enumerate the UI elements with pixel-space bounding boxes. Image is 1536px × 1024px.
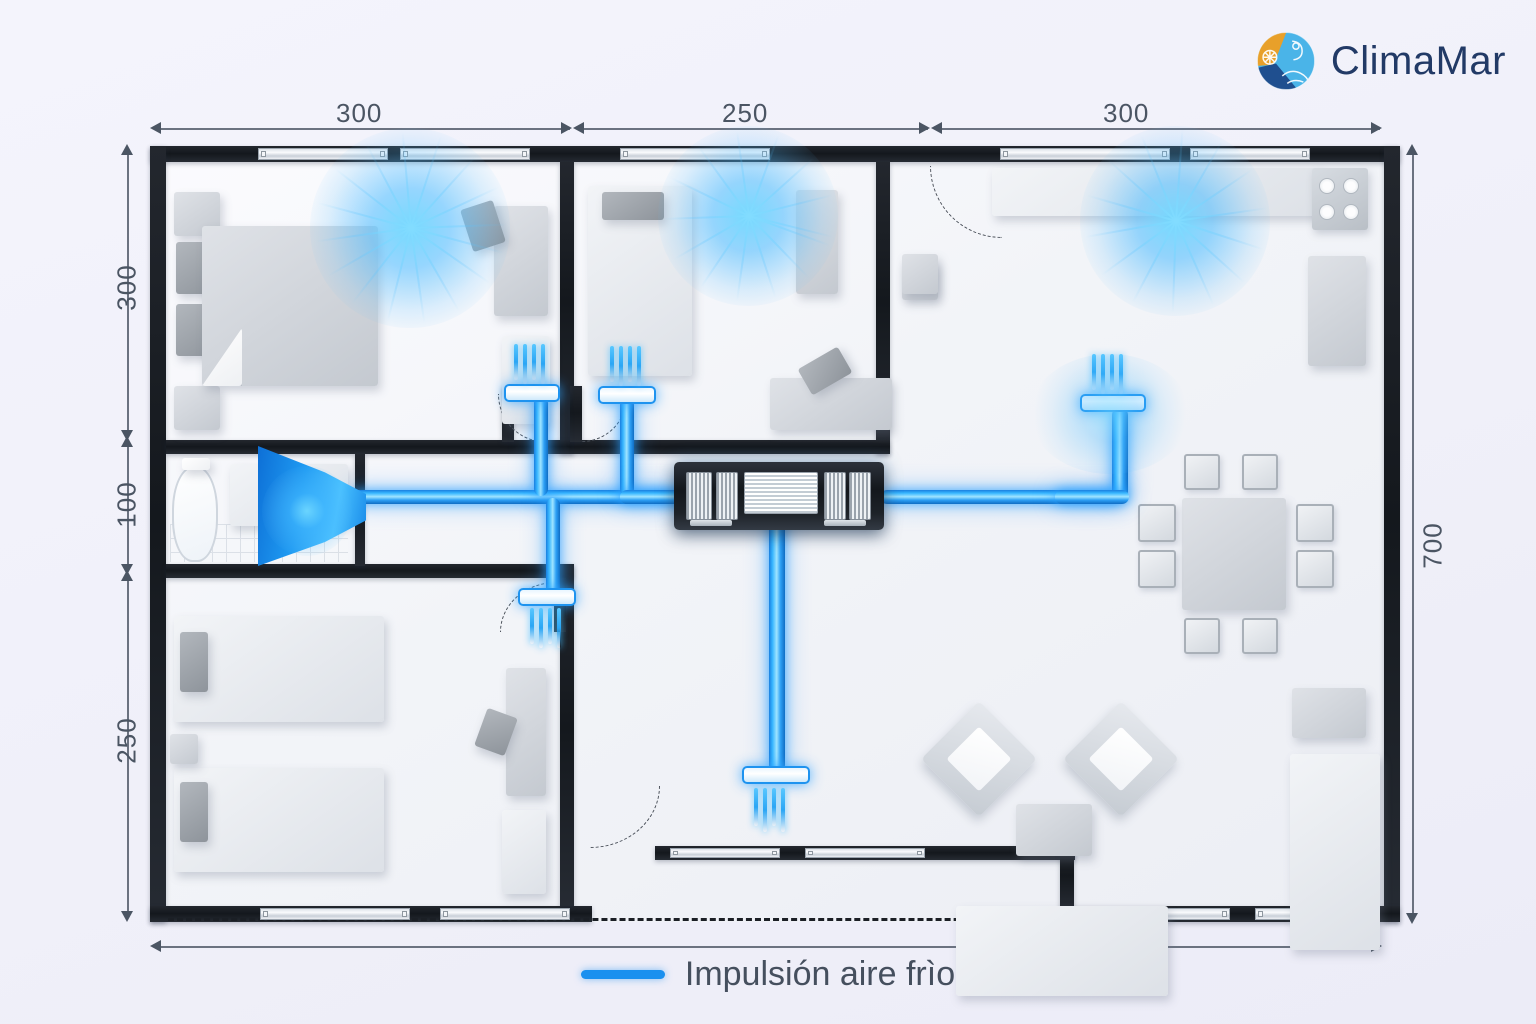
dining-chair-w2 <box>1138 550 1176 588</box>
wall-bedroom2-jamb <box>570 386 582 442</box>
ahu-mount-left <box>690 520 732 526</box>
duct-branch-bedroom2-run <box>620 490 686 504</box>
dresser-twin <box>502 810 546 894</box>
dining-table <box>1182 498 1286 610</box>
dimension-top-2: 250 <box>722 98 769 128</box>
legend-label-supply: Impulsión aire frìo <box>684 955 956 993</box>
diffuser-bedroom-1 <box>504 384 560 402</box>
bathtub <box>172 466 218 562</box>
coffee-table <box>1016 804 1092 856</box>
dining-chair-e1 <box>1296 504 1334 542</box>
airflow-bedroom-1 <box>514 344 545 384</box>
pillow-b2 <box>602 192 664 220</box>
bed-twin-2 <box>174 768 384 872</box>
ahu-filter-right-2 <box>849 472 871 520</box>
dimension-right-total: 700 <box>1417 522 1448 569</box>
armchair-left-cushion <box>946 726 1012 792</box>
apartment-plan <box>150 126 1400 996</box>
window-bedroom2-a <box>620 148 770 160</box>
nightstand-twin <box>170 734 198 764</box>
pillow-twin-2 <box>180 782 208 842</box>
armchair-right-cushion <box>1088 726 1154 792</box>
window-bedroom1-b <box>400 148 530 160</box>
wall-exterior-right <box>1384 146 1400 922</box>
diffuser-bedroom-2 <box>598 386 656 404</box>
diffuser-terrace-branch <box>742 766 810 784</box>
dimension-left-1: 300 <box>111 264 142 311</box>
ahu-heat-exchanger <box>744 472 818 514</box>
dining-chair-s1 <box>1184 618 1220 654</box>
window-bedroom3-b <box>440 908 570 920</box>
burner-4 <box>1343 204 1359 220</box>
wall-terrace-right <box>1060 846 1074 908</box>
dimension-left-2: 100 <box>111 481 142 528</box>
terrace-boundary-dashed <box>168 918 1068 921</box>
fridge <box>1308 256 1366 366</box>
wall-exterior-left <box>150 146 166 922</box>
dimension-left-3: 250 <box>111 717 142 764</box>
air-handling-unit[interactable] <box>674 462 884 530</box>
ahu-filter-left <box>686 472 712 520</box>
window-terrace-b <box>805 848 925 858</box>
appliance-bedroom2-right <box>902 254 938 294</box>
sofa-right <box>1290 754 1380 950</box>
ahu-mount-right <box>824 520 866 526</box>
window-terrace-a <box>670 848 780 858</box>
dining-chair-s2 <box>1242 618 1278 654</box>
climamar-circle-logo <box>1255 30 1317 92</box>
burner-2 <box>1343 178 1359 194</box>
dining-chair-w1 <box>1138 504 1176 542</box>
kitchen-counter <box>992 168 1322 216</box>
sink <box>182 458 210 470</box>
burner-3 <box>1319 204 1335 220</box>
burner-1 <box>1319 178 1335 194</box>
ahu-filter-left-2 <box>716 472 738 520</box>
duct-branch-bedroom3 <box>546 498 560 596</box>
legend-swatch-supply <box>580 970 665 979</box>
sofa-bedroom2 <box>770 378 892 430</box>
duct-branch-terrace <box>769 504 785 772</box>
dining-chair-n2 <box>1242 454 1278 490</box>
pillow-twin-1 <box>180 632 208 692</box>
wall-corridor-bottom <box>166 564 574 578</box>
wall-bedroom1-right <box>560 162 574 454</box>
airflow-terrace-branch <box>754 788 785 832</box>
wall-bedroom2-bottom <box>574 440 890 454</box>
bed-twin-1 <box>174 616 384 722</box>
sofa-bottom <box>956 906 1168 996</box>
brand-logo: ClimaMar <box>1255 30 1506 92</box>
window-kitchen-a <box>1000 148 1170 160</box>
wall-bedroom1-bottom <box>166 440 574 454</box>
window-bedroom3-a <box>260 908 410 920</box>
legend: Impulsión aire frìo <box>0 955 1536 994</box>
wardrobe-bedroom1 <box>494 206 548 316</box>
duct-branch-dining-run <box>1055 490 1129 504</box>
duct-branch-bedroom1 <box>534 396 548 496</box>
airflow-dining <box>1092 354 1123 394</box>
brand-wordmark: ClimaMar <box>1330 39 1506 83</box>
diffuser-dining <box>1080 394 1146 412</box>
sidetable-living <box>1292 688 1366 738</box>
wall-bedroom3-right <box>560 564 574 906</box>
airflow-bedroom-3 <box>530 608 561 648</box>
duct-branch-dining <box>1112 408 1128 498</box>
dimension-top-3: 300 <box>1103 98 1150 128</box>
diffuser-bedroom-3 <box>518 588 576 606</box>
nightstand-2 <box>174 386 220 430</box>
window-bedroom1-a <box>258 148 388 160</box>
duct-trunk-left <box>350 490 686 504</box>
window-kitchen-b <box>1190 148 1310 160</box>
cooktop <box>1312 168 1368 230</box>
ahu-filter-right <box>824 472 846 520</box>
dimension-top-1: 300 <box>336 98 383 128</box>
dining-chair-e2 <box>1296 550 1334 588</box>
duct-branch-bedroom2 <box>620 398 634 496</box>
dining-chair-n1 <box>1184 454 1220 490</box>
airflow-bedroom-2 <box>610 346 641 386</box>
wardrobe-bedroom2 <box>796 190 838 294</box>
